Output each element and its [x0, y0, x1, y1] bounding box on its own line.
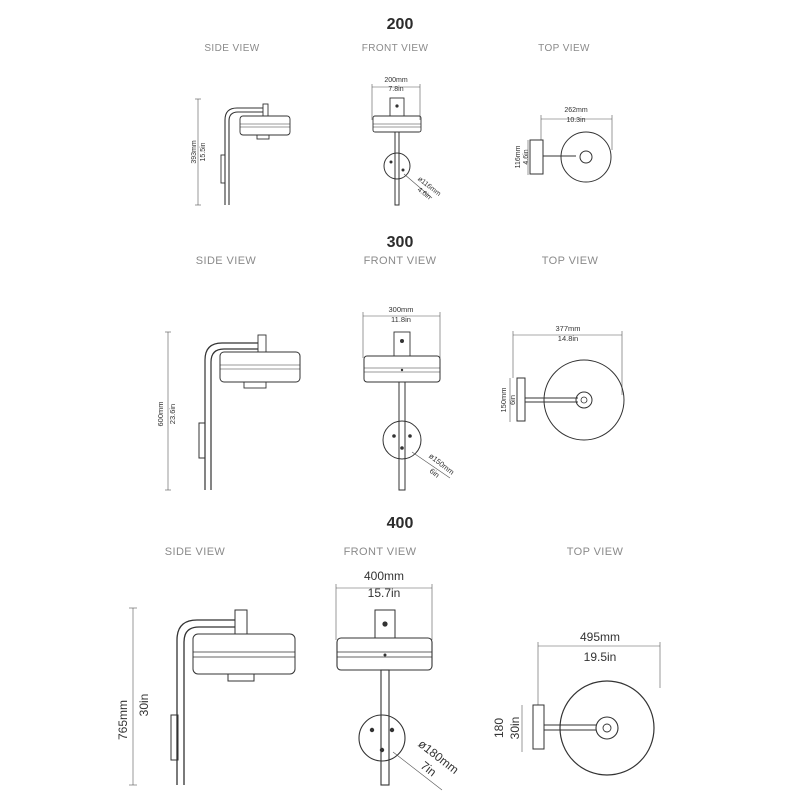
section-400: 400 SIDE VIEW FRONT VIEW TOP VIEW 765mm …	[116, 515, 661, 791]
depth-mm: 495mm	[580, 630, 620, 644]
plate-in: 4.6in	[523, 149, 530, 164]
top-view-drawing: 262mm 10.3in 116mm 4.6in	[515, 107, 613, 183]
side-view-label: SIDE VIEW	[196, 255, 257, 267]
front-view-label: FRONT VIEW	[344, 546, 417, 558]
height-in: 15.5in	[200, 142, 207, 161]
depth-in: 10.3in	[566, 117, 585, 124]
side-view-drawing: 393mm 15.5in	[191, 98, 291, 206]
width-in: 15.7in	[368, 586, 401, 600]
width-in: 7.8in	[388, 86, 403, 93]
width-mm: 400mm	[364, 569, 404, 583]
top-view-drawing: 495mm 19.5in 180 30in	[492, 630, 661, 776]
plate-in: 6in	[508, 395, 517, 405]
plate-in: 30in	[508, 717, 522, 740]
front-view-drawing: 300mm 11.8in ø150mm 6in	[362, 305, 456, 491]
section-title: 200	[387, 16, 414, 33]
top-view-label: TOP VIEW	[567, 546, 624, 558]
diameter-in: 6in	[428, 466, 441, 479]
front-view-label: FRONT VIEW	[364, 255, 437, 267]
section-300: 300 SIDE VIEW FRONT VIEW TOP VIEW 600mm …	[156, 234, 625, 491]
height-in: 30in	[137, 694, 151, 717]
plate-mm: 150mm	[499, 387, 508, 412]
depth-mm: 262mm	[564, 107, 588, 114]
section-200: 200 SIDE VIEW FRONT VIEW TOP VIEW 393mm …	[191, 16, 613, 206]
height-mm: 600mm	[156, 401, 165, 426]
top-view-drawing: 377mm 14.8in 150mm 6in	[499, 324, 625, 441]
side-view-label: SIDE VIEW	[165, 546, 226, 558]
height-mm: 765mm	[116, 700, 130, 740]
height-mm: 393mm	[191, 140, 198, 164]
section-title: 400	[387, 515, 414, 532]
height-in: 23.6in	[168, 404, 177, 424]
plate-mm: 116mm	[515, 145, 522, 168]
top-view-label: TOP VIEW	[538, 43, 590, 54]
section-title: 300	[387, 234, 414, 251]
side-view-drawing: 765mm 30in	[116, 607, 296, 786]
depth-mm: 377mm	[555, 324, 580, 333]
side-view-drawing: 600mm 23.6in	[156, 331, 301, 491]
depth-in: 19.5in	[584, 650, 617, 664]
plate-mm: 180	[492, 718, 506, 738]
width-mm: 200mm	[384, 77, 408, 84]
top-view-label: TOP VIEW	[542, 255, 599, 267]
depth-in: 14.8in	[558, 334, 578, 343]
width-in: 11.8in	[391, 315, 411, 324]
front-view-drawing: 200mm 7.8in ø116mm 4.6in	[371, 77, 442, 206]
front-view-drawing: 400mm 15.7in ø180mm 7in	[335, 569, 461, 791]
front-view-label: FRONT VIEW	[362, 43, 429, 54]
width-mm: 300mm	[388, 305, 413, 314]
side-view-label: SIDE VIEW	[204, 43, 259, 54]
